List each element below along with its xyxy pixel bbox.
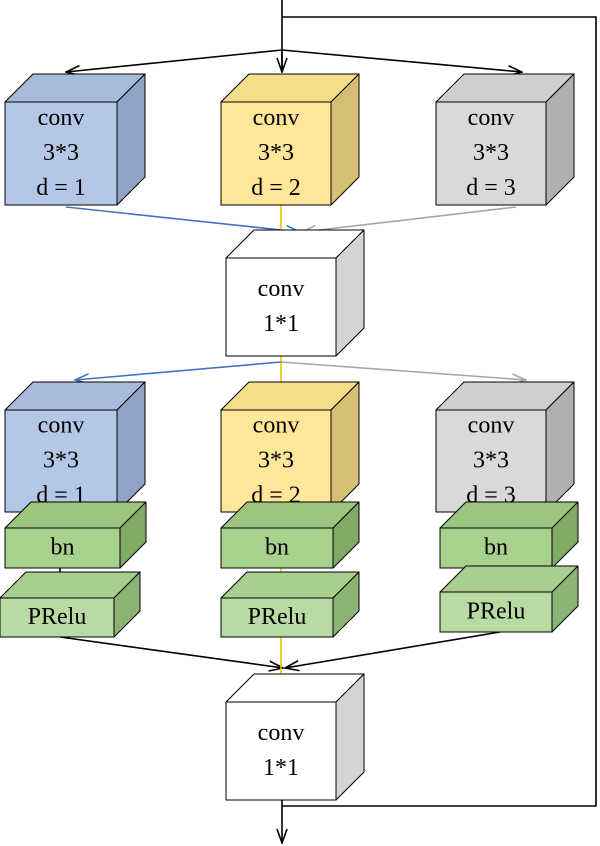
- conv-3x3-d2-block-label-line1: conv: [253, 105, 300, 131]
- bn-block-2-label-label: bn: [265, 535, 289, 561]
- split-arrow-left: [66, 49, 283, 72]
- conv-1x1-fuse-block-2-label-line1: conv: [258, 720, 305, 746]
- prelu-block-1-front-face: [0, 597, 115, 638]
- split2-arrow-gray: [280, 361, 526, 380]
- final-merge-right: [285, 631, 501, 668]
- conv-3x3-d1-block-2-label-line2: 3*3: [43, 448, 79, 474]
- conv-1x1-fuse-block-2: conv 1*1: [225, 673, 365, 801]
- conv-3x3-d2-block-2-label-line2: 3*3: [258, 448, 294, 474]
- conv-3x3-d2-block-front-face: [220, 101, 332, 206]
- bn-block-1-label-label: bn: [51, 535, 75, 561]
- conv-3x3-d3-block-label-line1: conv: [468, 105, 515, 131]
- split-arrow-right: [281, 49, 522, 72]
- bn-block-3-label-label: bn: [484, 535, 508, 561]
- conv-3x3-d1-block-front-face: [4, 101, 118, 206]
- prelu-block-1-label-label: PRelu: [28, 604, 87, 630]
- merge-arrow-blue: [65, 206, 300, 232]
- conv-1x1-fuse-block-1-label-line1: conv: [258, 276, 305, 302]
- bn-block-3-front-face: [439, 527, 553, 569]
- prelu-block-2: PRelu: [220, 571, 360, 638]
- conv-1x1-fuse-block-1-front-face: [225, 257, 337, 357]
- bn-block-3: bn: [439, 501, 579, 569]
- prelu-block-2-front-face: [220, 597, 334, 638]
- conv-3x3-d1-block-2-label-line1: conv: [38, 413, 85, 439]
- prelu-block-3: PRelu: [439, 565, 579, 633]
- bn-block-1-front-face: [4, 527, 121, 569]
- conv-3x3-d3-block-2-front-face: [435, 409, 547, 513]
- conv-3x3-d1-block: conv 3*3 d = 1: [4, 73, 146, 206]
- conv-3x3-d3-block-label-line2: 3*3: [473, 140, 509, 166]
- conv-3x3-d3-block-label-line3: d = 3: [466, 175, 516, 201]
- skip-connection-line: [282, 16, 597, 807]
- conv-3x3-d2-block: conv 3*3 d = 2: [220, 73, 360, 206]
- prelu-block-3-front-face: [439, 591, 553, 633]
- conv-3x3-d1-block-2-front-face: [4, 409, 118, 513]
- prelu-block-3-label-label: PRelu: [467, 599, 526, 625]
- conv-1x1-fuse-block-1-label-line2: 1*1: [263, 311, 299, 337]
- conv-1x1-fuse-block-2-front-face: [225, 701, 337, 801]
- conv-3x3-d2-block-label-line2: 3*3: [258, 140, 294, 166]
- bn-block-2: bn: [220, 501, 360, 569]
- merge-arrow-gray: [302, 206, 517, 232]
- bn-block-2-front-face: [220, 527, 334, 569]
- final-merge-left: [59, 636, 283, 668]
- conv-1x1-fuse-block-2-label-line2: 1*1: [263, 755, 299, 781]
- conv-3x3-d2-block-2-front-face: [220, 409, 332, 513]
- conv-3x3-d1-block-label-line2: 3*3: [43, 140, 79, 166]
- conv-3x3-d2-block-2-label-line1: conv: [253, 413, 300, 439]
- conv-3x3-d3-block-front-face: [435, 101, 547, 206]
- conv-3x3-d3-block: conv 3*3 d = 3: [435, 73, 575, 206]
- conv-1x1-fuse-block-1: conv 1*1: [225, 229, 365, 357]
- conv-3x3-d3-block-2-label-line2: 3*3: [473, 448, 509, 474]
- conv-3x3-d2-block-label-line3: d = 2: [251, 175, 301, 201]
- conv-3x3-d1-block-label-line1: conv: [38, 105, 85, 131]
- split2-arrow-blue: [75, 361, 282, 380]
- prelu-block-1: PRelu: [0, 571, 141, 638]
- conv-3x3-d1-block-label-line3: d = 1: [36, 175, 86, 201]
- bn-block-1: bn: [4, 501, 147, 569]
- prelu-block-2-label-label: PRelu: [248, 604, 307, 630]
- conv-3x3-d3-block-2-label-line1: conv: [468, 413, 515, 439]
